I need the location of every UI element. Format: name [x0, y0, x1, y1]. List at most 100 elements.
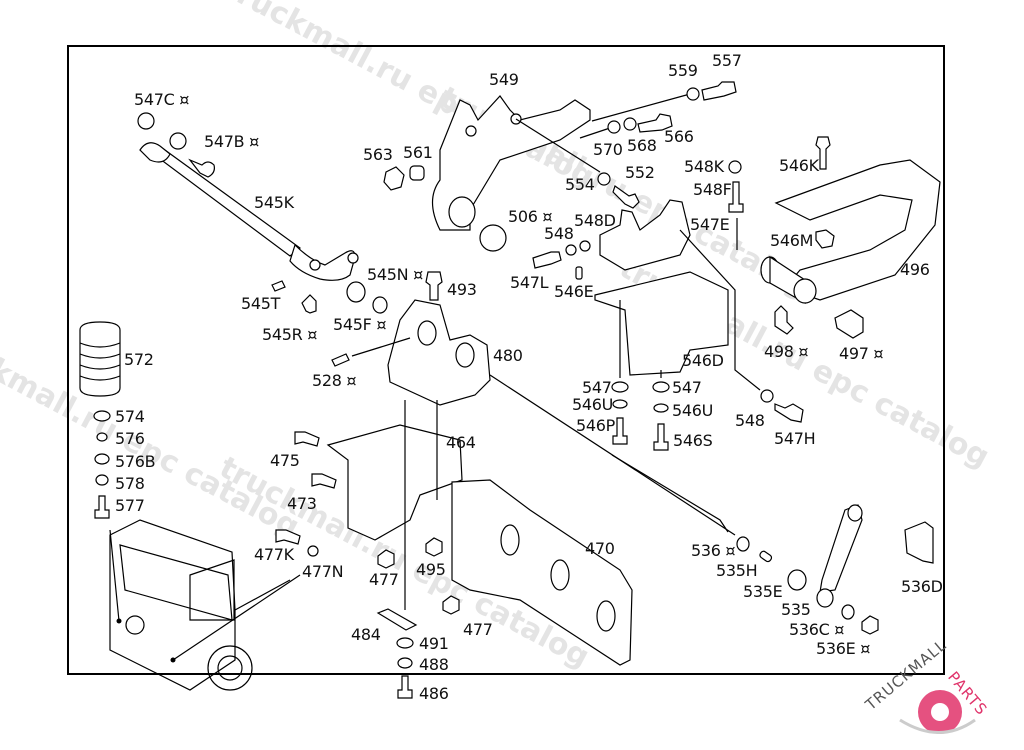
callout-546P[interactable]: 546P [576, 416, 615, 435]
callout-496[interactable]: 496 [900, 260, 930, 279]
bolt-577[interactable] [94, 495, 110, 519]
callout-535E[interactable]: 535E [743, 582, 783, 601]
callout-488[interactable]: 488 [419, 655, 449, 674]
callout-548[interactable]: 548 [544, 224, 574, 243]
bolt-546K[interactable] [815, 136, 831, 170]
callout-477b[interactable]: 477 [463, 620, 493, 639]
callout-536[interactable]: 536 ¤ [691, 541, 736, 560]
callout-548b[interactable]: 548 [735, 411, 765, 430]
washer-576B[interactable] [94, 453, 110, 465]
washer-548K[interactable] [728, 160, 742, 174]
callout-548F[interactable]: 548F [693, 180, 732, 199]
bolt-546P[interactable] [612, 417, 628, 445]
callout-546Ua[interactable]: 546U [572, 395, 614, 414]
washer-547a[interactable] [611, 381, 629, 393]
stud-545T[interactable] [271, 280, 286, 292]
spring-washer-488[interactable] [397, 657, 413, 669]
callout-497[interactable]: 497 ¤ [839, 344, 884, 363]
bolt-547B[interactable] [188, 158, 215, 178]
bushing-545N[interactable] [346, 281, 366, 303]
crossmember-470[interactable] [451, 479, 633, 666]
bushing-576[interactable] [96, 432, 108, 442]
callout-536D[interactable]: 536D [901, 577, 943, 596]
callout-572[interactable]: 572 [124, 350, 154, 369]
bolt-475[interactable] [294, 431, 320, 447]
callout-547b[interactable]: 547 [672, 378, 702, 397]
washer-554[interactable] [597, 172, 611, 186]
callout-546E[interactable]: 546E [554, 282, 594, 301]
leaf-spring-496[interactable] [760, 159, 941, 305]
washer-570[interactable] [607, 120, 621, 134]
callout-576B[interactable]: 576B [115, 452, 156, 471]
callout-547H[interactable]: 547H [774, 429, 816, 448]
bracket-464[interactable] [326, 424, 463, 541]
callout-545R[interactable]: 545R ¤ [262, 325, 318, 344]
callout-578[interactable]: 578 [115, 474, 145, 493]
callout-561[interactable]: 561 [403, 143, 433, 162]
callout-480[interactable]: 480 [493, 346, 523, 365]
washer-548D[interactable] [579, 240, 591, 252]
washer-559[interactable] [686, 87, 700, 101]
callout-495[interactable]: 495 [416, 560, 446, 579]
callout-546S[interactable]: 546S [673, 431, 713, 450]
bolt-552[interactable] [612, 185, 640, 209]
bolt-547L[interactable] [532, 251, 562, 269]
bolt-557[interactable] [701, 81, 737, 101]
callout-473[interactable]: 473 [287, 494, 317, 513]
callout-528[interactable]: 528 ¤ [312, 371, 357, 390]
callout-546Ub[interactable]: 546U [672, 401, 714, 420]
callout-545K[interactable]: 545K [254, 193, 294, 212]
washer-548[interactable] [565, 244, 577, 256]
callout-576[interactable]: 576 [115, 429, 145, 448]
bolt-547H[interactable] [774, 403, 804, 423]
callout-536E[interactable]: 536E ¤ [816, 639, 871, 658]
callout-570[interactable]: 570 [593, 140, 623, 159]
callout-491[interactable]: 491 [419, 634, 449, 653]
plate-484[interactable] [376, 608, 418, 631]
shock-absorber-535[interactable] [816, 504, 863, 608]
washer-574[interactable] [93, 410, 111, 422]
callout-535[interactable]: 535 [781, 600, 811, 619]
spring-washer-546Ua[interactable] [612, 399, 628, 409]
callout-568[interactable]: 568 [627, 136, 657, 155]
callout-559[interactable]: 559 [668, 61, 698, 80]
bolt-477K[interactable] [275, 529, 301, 545]
callout-547E[interactable]: 547E [690, 215, 730, 234]
spring-washer-578[interactable] [95, 474, 109, 486]
callout-484[interactable]: 484 [351, 625, 381, 644]
callout-577[interactable]: 577 [115, 496, 145, 515]
nut-547C[interactable] [137, 112, 155, 130]
callout-545F[interactable]: 545F ¤ [333, 315, 387, 334]
callout-563[interactable]: 563 [363, 145, 393, 164]
callout-506[interactable]: 506 ¤ [508, 207, 553, 226]
washer-536C[interactable] [841, 604, 855, 620]
callout-548D[interactable]: 548D [574, 211, 616, 230]
callout-493[interactable]: 493 [447, 280, 477, 299]
fitting-545R[interactable] [301, 294, 317, 314]
bolt-493[interactable] [425, 271, 443, 301]
callout-498[interactable]: 498 ¤ [764, 342, 809, 361]
bolt-473[interactable] [311, 473, 337, 489]
callout-546M[interactable]: 546M [770, 231, 814, 250]
callout-547L[interactable]: 547L [510, 273, 549, 292]
bushing-497[interactable] [834, 309, 864, 339]
sleeve-535H[interactable] [759, 550, 773, 563]
callout-554[interactable]: 554 [565, 175, 595, 194]
washer-491[interactable] [396, 637, 414, 649]
callout-548K[interactable]: 548K [684, 157, 724, 176]
callout-477K[interactable]: 477K [254, 545, 294, 564]
washer-548b[interactable] [760, 389, 774, 403]
nut-563[interactable] [383, 166, 405, 191]
bump-stop-572[interactable] [79, 321, 121, 397]
bolt-546S[interactable] [653, 423, 669, 451]
spring-washer-568[interactable] [623, 117, 637, 131]
bushing-535E[interactable] [787, 569, 807, 591]
callout-486[interactable]: 486 [419, 684, 449, 703]
bolt-486[interactable] [397, 675, 413, 699]
callout-475[interactable]: 475 [270, 451, 300, 470]
callout-566[interactable]: 566 [664, 127, 694, 146]
bracket-549[interactable] [431, 95, 591, 231]
spring-hanger-480[interactable] [387, 299, 491, 406]
clamp-548D[interactable] [599, 199, 691, 271]
callout-536C[interactable]: 536C ¤ [789, 620, 845, 639]
